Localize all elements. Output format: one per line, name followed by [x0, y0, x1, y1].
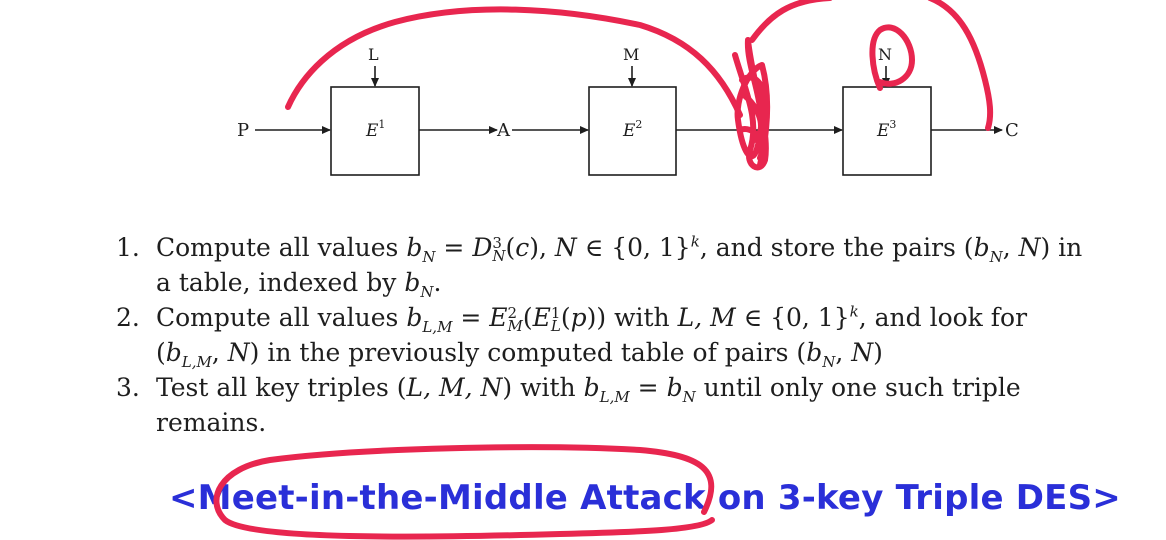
- output-c-label: C: [1005, 120, 1019, 141]
- key-l-label: L: [368, 45, 379, 64]
- e1-label: E1: [365, 118, 385, 141]
- intermediate-a-label: A: [496, 120, 511, 141]
- step-2-line-2: (bL,M, N) in the previously computed tab…: [156, 338, 883, 371]
- e3-label: E3: [876, 118, 896, 141]
- step-1-line-2: a table, indexed by bN.: [156, 268, 442, 301]
- step-number: 3.: [116, 373, 140, 402]
- step-number: 2.: [116, 303, 140, 332]
- triple-des-block-diagram: P A C L M N E1 E2 E3: [237, 45, 1019, 176]
- e2-label: E2: [622, 118, 642, 141]
- key-n-label: N: [878, 45, 892, 64]
- step-number: 1.: [116, 233, 140, 262]
- step-3: 3. Test all key triples (L, M, N) with b…: [116, 370, 1140, 440]
- step-3-line-2: remains.: [156, 408, 267, 437]
- input-p-label: P: [237, 120, 249, 141]
- key-m-label: M: [623, 45, 639, 64]
- slide-caption: <Meet-in-the-Middle Attack on 3-key Trip…: [168, 478, 1121, 518]
- step-3-line-1: Test all key triples (L, M, N) with bL,M…: [156, 373, 1021, 406]
